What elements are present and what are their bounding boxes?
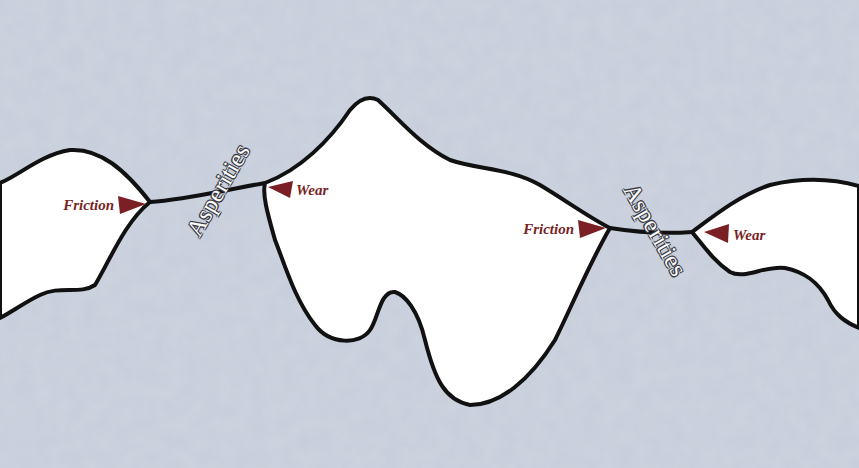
callout-label: Wear bbox=[733, 228, 765, 243]
callout-arrowhead bbox=[118, 196, 146, 214]
gap-region bbox=[692, 180, 859, 328]
gap-region bbox=[264, 98, 610, 405]
callout-arrowhead bbox=[578, 220, 606, 238]
callout-label: Friction bbox=[63, 198, 114, 213]
callout-label: Wear bbox=[296, 183, 328, 198]
callout-label: Friction bbox=[523, 222, 574, 237]
callout-arrowhead bbox=[268, 181, 293, 198]
gap-region bbox=[0, 150, 150, 318]
callout-arrowhead bbox=[704, 224, 729, 243]
